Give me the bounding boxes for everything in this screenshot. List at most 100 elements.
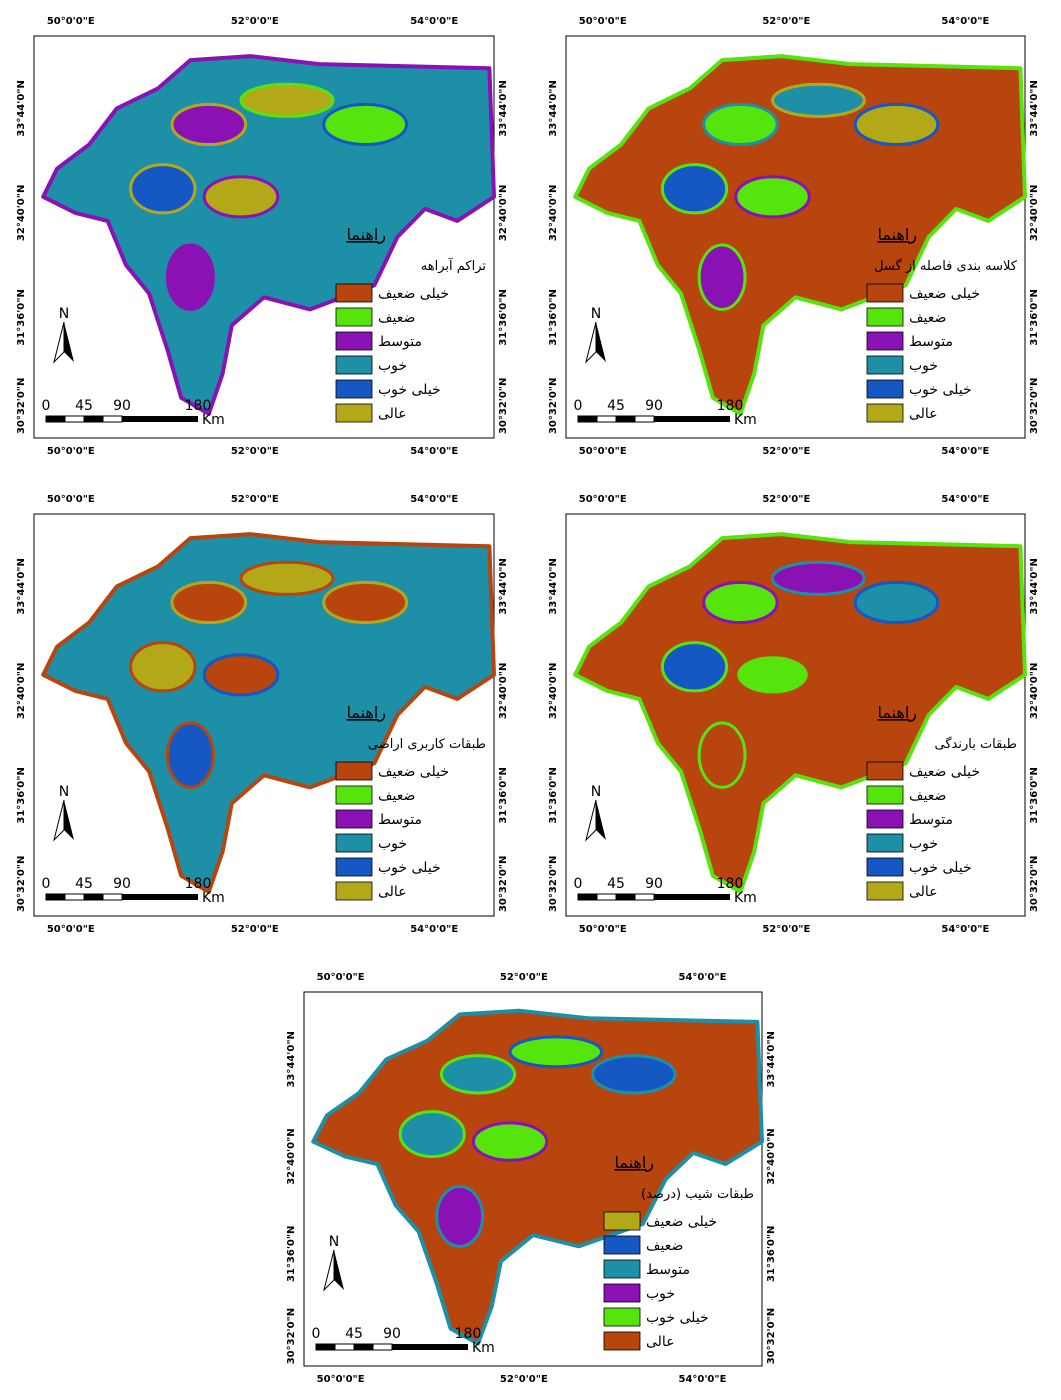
legend-swatch — [335, 379, 373, 399]
scale-segment — [654, 894, 730, 900]
legend-class-label: عالی — [378, 884, 407, 900]
legend-heading: راهنما — [346, 703, 386, 723]
longitude-label-bottom: 50°0'0"E — [579, 446, 627, 457]
legend-heading: راهنما — [346, 225, 386, 245]
legend-class-label: خیلی خوب — [646, 1310, 709, 1326]
legend-swatch — [335, 283, 373, 303]
scale-tick-label: 180 — [455, 1326, 482, 1342]
scale-tick-label: 180 — [185, 876, 212, 892]
legend-class-label: متوسط — [378, 334, 422, 350]
legend-swatch — [866, 307, 904, 327]
latitude-label-right: 31°36'0"N — [766, 1226, 777, 1282]
legend-swatch — [603, 1307, 641, 1327]
scale-unit: Km — [734, 412, 757, 428]
longitude-label-top: 50°0'0"E — [317, 972, 365, 983]
latitude-label-left: 30°32'0"N — [16, 378, 27, 434]
class-zone — [202, 175, 280, 219]
longitude-label-top: 52°0'0"E — [231, 16, 279, 27]
longitude-label-bottom: 52°0'0"E — [231, 446, 279, 457]
province-area — [573, 54, 1027, 416]
scale-segment — [83, 893, 104, 901]
scale-tick-label: 45 — [607, 876, 625, 892]
latitude-label-right: 30°32'0"N — [1029, 856, 1040, 912]
longitude-label-top: 54°0'0"E — [678, 972, 726, 983]
class-zone — [697, 243, 747, 311]
scale-segment — [615, 415, 636, 423]
scale-tick-label: 45 — [75, 876, 93, 892]
legend-heading: راهنما — [877, 225, 917, 245]
legend-swatch — [866, 403, 904, 423]
latitude-label-right: 33°44'0"N — [1029, 80, 1040, 136]
legend-class-label: خوب — [646, 1286, 675, 1302]
legend-swatch — [335, 761, 373, 781]
latitude-label-right: 30°32'0"N — [1029, 378, 1040, 434]
latitude-label-left: 32°40'0"N — [286, 1128, 297, 1184]
latitude-label-left: 33°44'0"N — [548, 80, 559, 136]
class-zone — [702, 102, 779, 147]
legend-class-label: عالی — [646, 1334, 675, 1350]
legend-class-label: خیلی خوب — [378, 860, 441, 876]
scale-tick-label: 45 — [345, 1326, 363, 1342]
longitude-label-top: 52°0'0"E — [762, 16, 810, 27]
scale-tick-label: 180 — [185, 398, 212, 414]
latitude-label-right: 31°36'0"N — [498, 767, 509, 823]
latitude-label-right: 31°36'0"N — [498, 289, 509, 345]
legend-title: تراکم آبراهه — [421, 257, 487, 274]
legend-swatch — [866, 881, 904, 901]
north-arrow-icon — [596, 322, 606, 362]
map-svg: 50°0'0"E50°0'0"E52°0'0"E52°0'0"E54°0'0"E… — [548, 16, 1040, 457]
latitude-label-right: 32°40'0"N — [1029, 663, 1040, 719]
latitude-label-left: 30°32'0"N — [16, 856, 27, 912]
longitude-label-bottom: 52°0'0"E — [500, 1374, 548, 1385]
legend-class-label: خیلی خوب — [909, 860, 972, 876]
latitude-label-left: 32°40'0"N — [548, 185, 559, 241]
legend-swatch — [603, 1331, 641, 1351]
latitude-label-left: 30°32'0"N — [286, 1308, 297, 1364]
legend-swatch — [866, 355, 904, 375]
legend-class-label: خوب — [909, 836, 938, 852]
class-zone — [853, 102, 940, 147]
class-zone — [439, 1054, 517, 1095]
latitude-label-left: 33°44'0"N — [16, 80, 27, 136]
scale-unit: Km — [202, 890, 225, 906]
scale-segment — [353, 1343, 374, 1351]
north-arrow-icon — [596, 800, 606, 840]
legend-swatch — [335, 857, 373, 877]
scale-segment — [45, 415, 66, 423]
legend-heading: راهنما — [877, 703, 917, 723]
legend-swatch — [603, 1235, 641, 1255]
latitude-label-left: 31°36'0"N — [286, 1226, 297, 1282]
class-zone — [322, 580, 409, 625]
legend-swatch — [335, 881, 373, 901]
longitude-label-bottom: 50°0'0"E — [579, 924, 627, 935]
class-zone — [129, 163, 197, 215]
legend-title: طبقات بارندگی — [934, 736, 1017, 752]
longitude-label-top: 50°0'0"E — [579, 494, 627, 505]
legend-class-label: متوسط — [909, 334, 953, 350]
map-svg: 50°0'0"E50°0'0"E52°0'0"E52°0'0"E54°0'0"E… — [548, 494, 1040, 935]
legend-swatch — [335, 809, 373, 829]
class-zone — [239, 82, 335, 118]
longitude-label-bottom: 54°0'0"E — [410, 446, 458, 457]
legend-class-label: خیلی ضعیف — [909, 286, 980, 302]
latitude-label-right: 33°44'0"N — [1029, 558, 1040, 614]
longitude-label-top: 54°0'0"E — [941, 16, 989, 27]
latitude-label-left: 32°40'0"N — [548, 663, 559, 719]
scale-tick-label: 90 — [113, 876, 131, 892]
province-area — [41, 532, 496, 894]
class-zone — [771, 560, 866, 596]
class-zone — [660, 641, 729, 693]
latitude-label-right: 33°44'0"N — [766, 1031, 777, 1087]
latitude-label-left: 31°36'0"N — [16, 289, 27, 345]
latitude-label-left: 31°36'0"N — [548, 767, 559, 823]
class-zone — [239, 560, 335, 596]
scale-tick-label: 0 — [42, 398, 51, 414]
north-arrow-icon — [64, 800, 74, 840]
class-zone — [165, 243, 215, 311]
latitude-label-left: 32°40'0"N — [16, 663, 27, 719]
latitude-label-right: 31°36'0"N — [1029, 289, 1040, 345]
class-zone — [734, 653, 811, 697]
longitude-label-bottom: 52°0'0"E — [762, 446, 810, 457]
